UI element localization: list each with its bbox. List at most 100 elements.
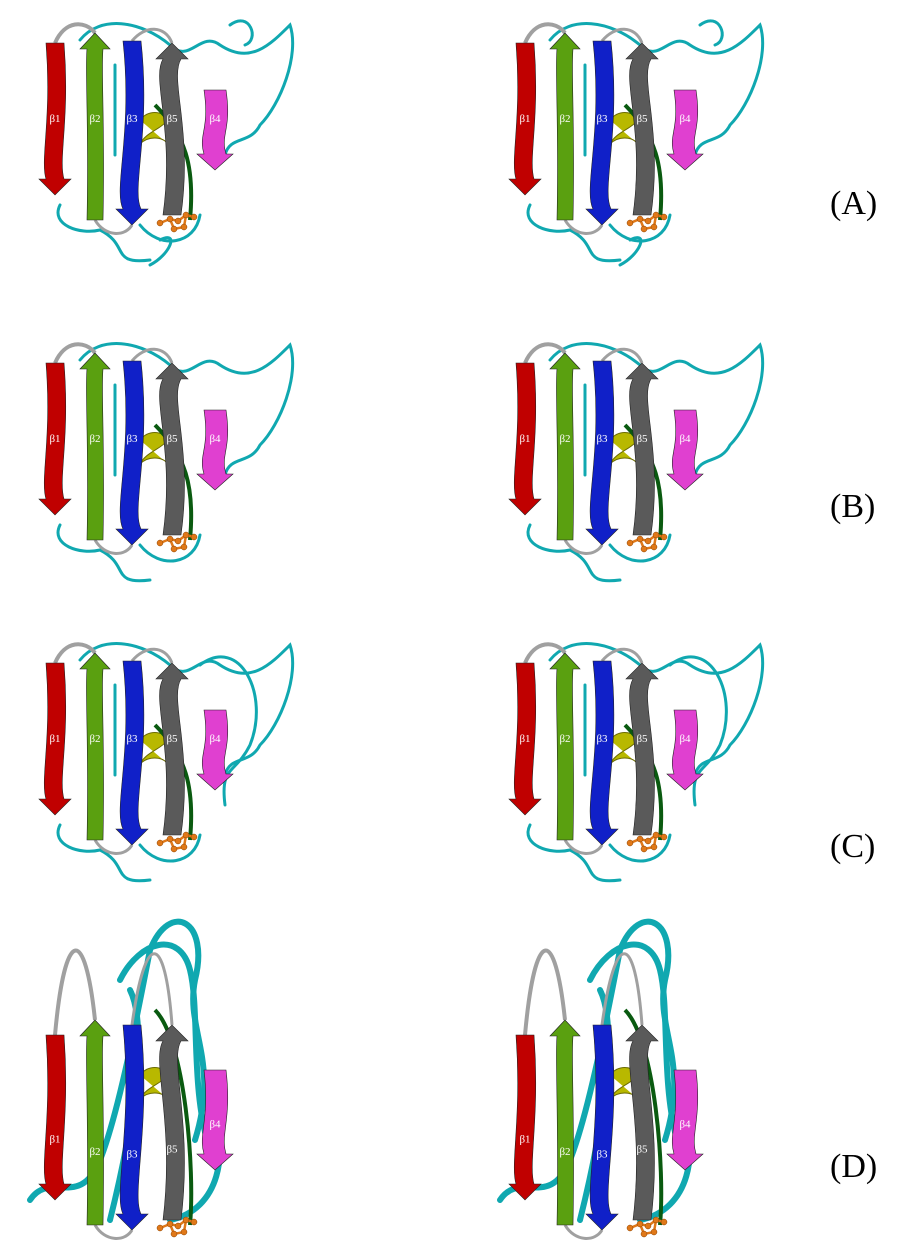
strand-label-b4: β4 <box>679 433 691 445</box>
strand-b3 <box>115 660 149 846</box>
strand-b5 <box>625 42 659 216</box>
panel-b-left-view: β1 β2 β3 β5 β4 <box>38 342 295 583</box>
strand-b4 <box>196 1069 234 1171</box>
strand-b1 <box>38 42 72 196</box>
panel-d-right-view: β1 β2 β3 β5 β4 <box>497 918 704 1240</box>
strand-b3 <box>585 1024 619 1231</box>
strand-b2 <box>79 652 111 841</box>
strand-label-b1: β1 <box>519 113 530 125</box>
strand-label-b4: β4 <box>209 113 221 125</box>
strand-label-b5: β5 <box>636 433 648 445</box>
strand-b4 <box>666 409 704 491</box>
strand-label-b2: β2 <box>559 1146 570 1158</box>
ligand-ball-and-stick <box>156 831 198 853</box>
strand-label-b5: β5 <box>636 1144 648 1156</box>
ligand-ball-and-stick <box>626 211 668 233</box>
strand-b3 <box>585 40 619 226</box>
strand-label-b1: β1 <box>49 113 60 125</box>
strand-b1 <box>508 42 542 196</box>
strand-label-b1: β1 <box>49 433 60 445</box>
strand-label-b2: β2 <box>559 433 570 445</box>
strand-label-b1: β1 <box>49 1134 60 1146</box>
panel-label-a: (A) <box>830 185 878 222</box>
strand-b3 <box>115 1024 149 1231</box>
strand-label-b1: β1 <box>519 733 530 745</box>
strand-label-b3: β3 <box>126 113 138 125</box>
ligand-ball-and-stick <box>156 1216 198 1238</box>
panel-label-d: (D) <box>830 1148 878 1185</box>
ligand-ball-and-stick <box>156 531 198 553</box>
strand-label-b5: β5 <box>636 733 648 745</box>
strand-b2 <box>79 32 111 221</box>
strand-label-b4: β4 <box>209 733 221 745</box>
strand-b5 <box>155 1024 189 1221</box>
strand-label-b4: β4 <box>679 733 691 745</box>
strand-b5 <box>625 362 659 536</box>
strand-label-b3: β3 <box>126 733 138 745</box>
strand-b2 <box>79 352 111 541</box>
strand-b2 <box>549 652 581 841</box>
panel-c-left-view: β1 β2 β3 β5 β4 <box>38 642 295 883</box>
strand-b4 <box>666 89 704 171</box>
strand-b3 <box>115 360 149 546</box>
panel-label-c: (C) <box>830 828 876 865</box>
strand-label-b1: β1 <box>519 1134 530 1146</box>
strand-label-b1: β1 <box>519 433 530 445</box>
strand-b4 <box>196 709 234 791</box>
strand-label-b3: β3 <box>126 433 138 445</box>
panel-c-right-view: β1 β2 β3 β5 β4 <box>508 642 765 883</box>
strand-b4 <box>666 1069 704 1171</box>
strand-label-b2: β2 <box>89 1146 100 1158</box>
strand-label-b2: β2 <box>89 113 100 125</box>
strand-b2 <box>549 352 581 541</box>
strand-label-b4: β4 <box>209 433 221 445</box>
strand-label-b5: β5 <box>166 433 178 445</box>
strand-b1 <box>508 662 542 816</box>
panel-a-left-view: β1 β2 β3 β5 β4 <box>38 19 295 267</box>
strand-b5 <box>625 1024 659 1221</box>
strand-b1 <box>38 1034 72 1201</box>
strand-label-b4: β4 <box>209 1119 221 1131</box>
strand-b3 <box>585 360 619 546</box>
strand-b2 <box>549 1019 581 1226</box>
strand-label-b2: β2 <box>559 113 570 125</box>
strand-label-b2: β2 <box>559 733 570 745</box>
ligand-ball-and-stick <box>626 1216 668 1238</box>
panel-b-right-view: β1 β2 β3 β5 β4 <box>508 342 765 583</box>
strand-label-b3: β3 <box>596 1149 608 1161</box>
strand-b1 <box>38 662 72 816</box>
strand-label-b3: β3 <box>596 113 608 125</box>
strand-label-b5: β5 <box>166 1144 178 1156</box>
strand-label-b2: β2 <box>89 433 100 445</box>
strand-label-b5: β5 <box>636 113 648 125</box>
strand-label-b3: β3 <box>126 1149 138 1161</box>
strand-b5 <box>155 662 189 836</box>
strand-label-b4: β4 <box>679 1119 691 1131</box>
strand-b4 <box>196 409 234 491</box>
strand-b3 <box>585 660 619 846</box>
panel-a-right-view: β1 β2 β3 β5 β4 <box>508 19 765 267</box>
strand-b4 <box>666 709 704 791</box>
strand-b4 <box>196 89 234 171</box>
strand-label-b2: β2 <box>89 733 100 745</box>
strand-b1 <box>508 1034 542 1201</box>
strand-label-b5: β5 <box>166 733 178 745</box>
strand-label-b3: β3 <box>596 433 608 445</box>
strand-label-b1: β1 <box>49 733 60 745</box>
strand-label-b3: β3 <box>596 733 608 745</box>
strand-b5 <box>155 362 189 536</box>
strand-b3 <box>115 40 149 226</box>
ligand-ball-and-stick <box>626 831 668 853</box>
ligand-ball-and-stick <box>156 211 198 233</box>
strand-b1 <box>38 362 72 516</box>
strand-label-b5: β5 <box>166 113 178 125</box>
strand-label-b4: β4 <box>679 113 691 125</box>
strand-b2 <box>79 1019 111 1226</box>
panel-d-left-view: β1 β2 β3 β5 β4 <box>27 918 234 1240</box>
strand-b5 <box>155 42 189 216</box>
strand-b2 <box>549 32 581 221</box>
panel-label-b: (B) <box>830 488 876 525</box>
strand-b5 <box>625 662 659 836</box>
ligand-ball-and-stick <box>626 531 668 553</box>
